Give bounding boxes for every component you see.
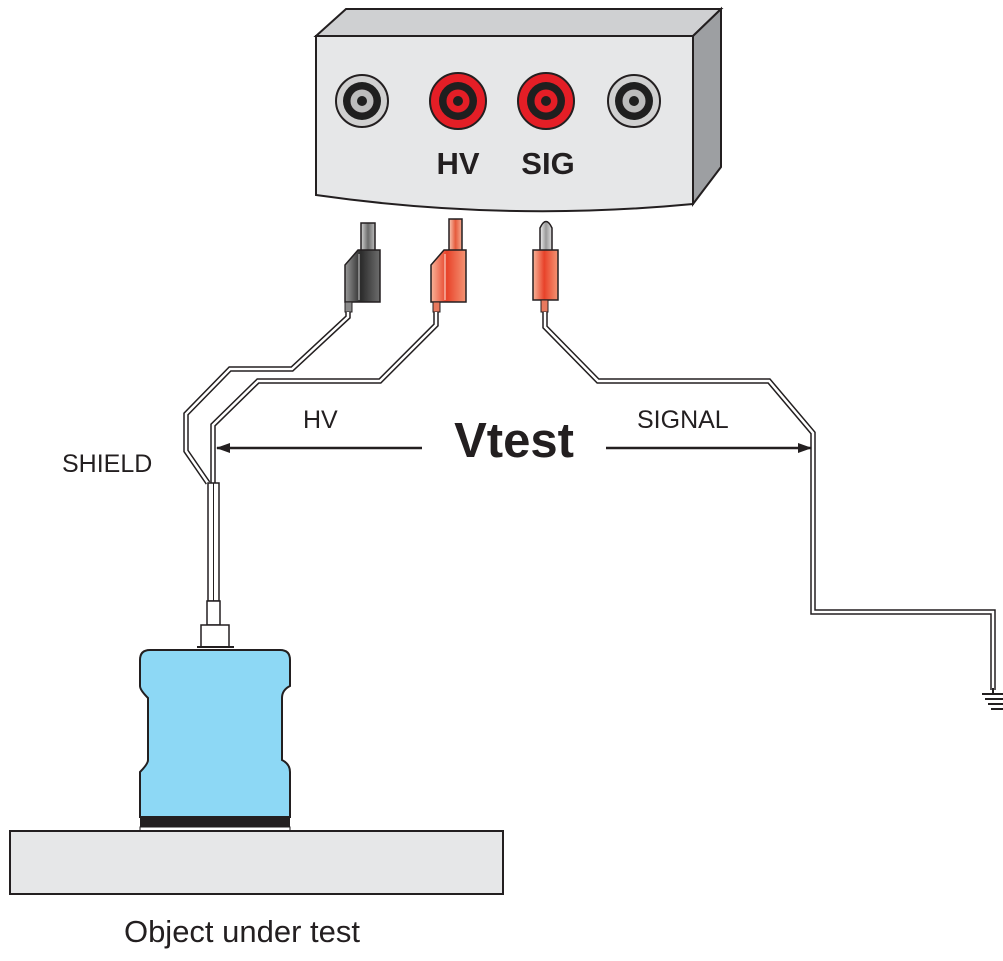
shield-plug <box>344 222 381 313</box>
hv-terminal <box>429 72 487 130</box>
object-label: Object under test <box>124 914 360 949</box>
ground-terminal <box>607 74 661 128</box>
instrument-side-face <box>692 6 722 207</box>
object-body <box>139 649 291 818</box>
hv-cable <box>210 312 439 483</box>
shield-terminal <box>335 74 389 128</box>
signal-plug <box>532 220 559 313</box>
sig-terminal <box>517 72 575 130</box>
test-bench <box>9 830 504 895</box>
hv-terminal-label: HV <box>436 146 479 181</box>
signal-label: SIGNAL <box>637 406 729 434</box>
shield-cable <box>183 312 351 485</box>
signal-cable <box>542 312 996 690</box>
hv-lead-label: HV <box>303 406 338 434</box>
coax-cable <box>206 482 221 626</box>
shield-label: SHIELD <box>62 450 152 478</box>
ground-icon <box>982 688 1003 710</box>
object-connector <box>200 624 230 648</box>
instrument-top-face <box>313 8 724 37</box>
sig-terminal-label: SIG <box>521 146 574 181</box>
instrument-box: HV SIG <box>313 6 724 213</box>
instrument-front-face <box>315 35 694 213</box>
hv-plug <box>430 218 467 313</box>
object-under-test <box>9 624 504 895</box>
object-foot <box>140 817 290 827</box>
vtest-label: Vtest <box>454 414 574 468</box>
